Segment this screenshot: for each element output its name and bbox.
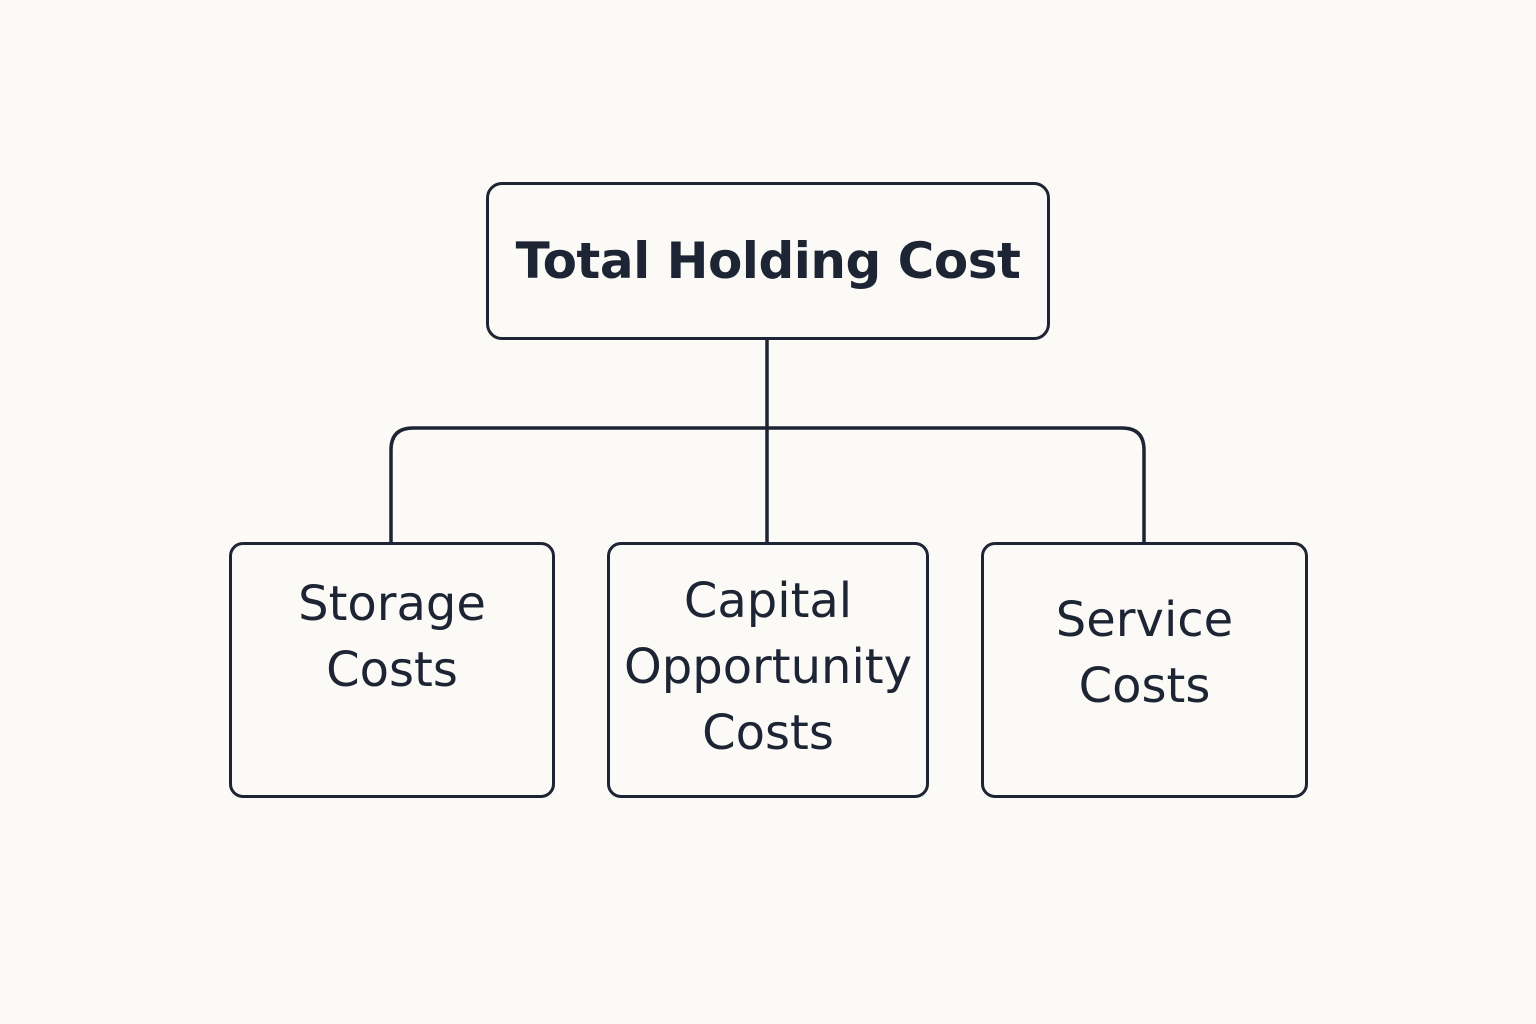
total-holding-cost-label: Total Holding Cost xyxy=(515,232,1021,290)
storage-costs-label: Storage Costs xyxy=(298,576,486,698)
service-costs-label: Service Costs xyxy=(1055,592,1234,714)
service-costs-node: Service Costs xyxy=(981,542,1308,798)
capital-opportunity-costs-label: Capital Opportunity Costs xyxy=(623,573,913,761)
capital-opportunity-costs-node: Capital Opportunity Costs xyxy=(607,542,929,798)
branch-bar-connector xyxy=(389,426,1146,542)
storage-costs-node: Storage Costs xyxy=(229,542,555,798)
total-holding-cost-node: Total Holding Cost xyxy=(486,182,1050,340)
